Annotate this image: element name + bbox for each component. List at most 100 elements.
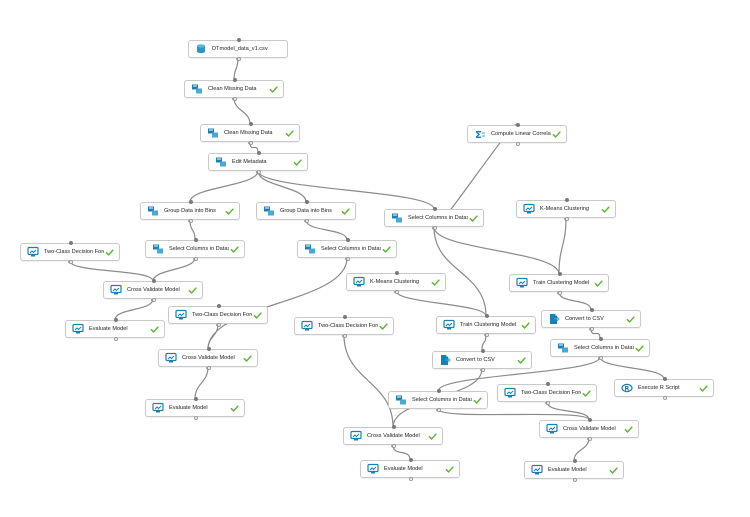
output-port[interactable]: [189, 219, 193, 223]
module-node[interactable]: Two-Class Decision Forest: [294, 315, 394, 338]
input-port[interactable]: [343, 315, 347, 319]
input-port[interactable]: [189, 200, 193, 204]
output-port[interactable]: [194, 416, 198, 420]
output-port[interactable]: [305, 219, 309, 223]
module-node[interactable]: Group Data into Bins: [256, 200, 356, 223]
module-node[interactable]: Select Columns in Dataset: [297, 238, 397, 261]
input-port[interactable]: [437, 389, 441, 393]
module-node[interactable]: Clean Missing Data: [200, 122, 300, 145]
output-port[interactable]: [207, 366, 211, 370]
module-node[interactable]: Evaluate Model: [524, 459, 624, 482]
module-node[interactable]: Cross Validate Model: [158, 347, 258, 370]
output-port[interactable]: [546, 401, 550, 405]
input-port[interactable]: [237, 38, 241, 42]
output-port[interactable]: [485, 333, 489, 337]
output-port[interactable]: [516, 142, 520, 146]
input-port[interactable]: [217, 304, 221, 308]
output-port[interactable]: [433, 226, 437, 230]
module-node[interactable]: Train Clustering Model: [436, 314, 536, 337]
output-port[interactable]: [346, 257, 350, 261]
input-port[interactable]: [433, 207, 437, 211]
input-port[interactable]: [114, 318, 118, 322]
connection-edge: [69, 260, 154, 282]
output-port[interactable]: [409, 477, 413, 481]
module-node[interactable]: K-Means Clustering: [516, 198, 616, 221]
input-port[interactable]: [194, 238, 198, 242]
input-port[interactable]: [152, 279, 156, 283]
output-port[interactable]: [565, 217, 569, 221]
module-node[interactable]: Convert to CSV: [541, 308, 641, 331]
input-port[interactable]: [485, 314, 489, 318]
output-port[interactable]: [217, 323, 221, 327]
module-node[interactable]: Select Columns in Dataset: [388, 389, 488, 412]
module-node[interactable]: Evaluate Model: [360, 458, 460, 481]
input-port[interactable]: [257, 151, 261, 155]
module-node[interactable]: Cross Validate Model: [539, 418, 639, 441]
module-label: Two-Class Decision Forest: [318, 323, 378, 329]
module-node[interactable]: Select Columns in Dataset: [145, 238, 245, 261]
output-port[interactable]: [233, 97, 237, 101]
input-port[interactable]: [409, 458, 413, 462]
output-port[interactable]: [257, 170, 261, 174]
module-node[interactable]: Group Data into Bins: [140, 200, 240, 223]
module-node[interactable]: Convert to CSV: [432, 349, 532, 372]
output-port[interactable]: [481, 368, 485, 372]
output-port[interactable]: [237, 57, 241, 61]
module-node[interactable]: Edit Metadata: [208, 151, 308, 174]
module-node[interactable]: Select Columns in Dataset: [550, 337, 650, 360]
module-node[interactable]: Cross Validate Model: [343, 425, 443, 448]
input-port[interactable]: [346, 238, 350, 242]
output-port[interactable]: [588, 437, 592, 441]
input-port[interactable]: [481, 349, 485, 353]
module-node[interactable]: Evaluate Model: [65, 318, 165, 341]
input-port[interactable]: [590, 308, 594, 312]
input-port[interactable]: [573, 459, 577, 463]
input-port[interactable]: [69, 241, 73, 245]
input-port[interactable]: [546, 382, 550, 386]
module-node[interactable]: Evaluate Model: [145, 397, 245, 420]
input-port[interactable]: [516, 123, 520, 127]
input-port[interactable]: [558, 272, 562, 276]
module-node[interactable]: Select Columns in Dataset: [384, 207, 484, 230]
input-port[interactable]: [194, 397, 198, 401]
module-node[interactable]: Two-Class Decision Forest: [20, 241, 120, 264]
input-port[interactable]: [305, 200, 309, 204]
input-port[interactable]: [249, 122, 253, 126]
module-node[interactable]: Cross Validate Model: [103, 279, 203, 302]
output-port[interactable]: [573, 478, 577, 482]
output-port[interactable]: [599, 356, 603, 360]
input-port[interactable]: [565, 198, 569, 202]
input-port[interactable]: [588, 418, 592, 422]
module-node[interactable]: Clean Missing Data: [184, 78, 284, 101]
output-port[interactable]: [343, 334, 347, 338]
module-label: DTmodel_data_v1.csv: [212, 46, 268, 52]
module-node[interactable]: Two-Class Decision Forest: [168, 304, 268, 327]
input-port[interactable]: [599, 337, 603, 341]
output-port[interactable]: [395, 290, 399, 294]
output-port[interactable]: [114, 337, 118, 341]
output-port[interactable]: [152, 298, 156, 302]
output-port[interactable]: [590, 327, 594, 331]
module-node[interactable]: DTmodel_data_v1.csv: [188, 38, 288, 61]
module-node[interactable]: Two-Class Decision Forest: [497, 382, 597, 405]
input-port[interactable]: [395, 271, 399, 275]
module-label: Train Clustering Model: [460, 322, 517, 328]
input-port[interactable]: [207, 347, 211, 351]
output-port[interactable]: [249, 141, 253, 145]
output-port[interactable]: [663, 396, 667, 400]
input-port[interactable]: [233, 78, 237, 82]
status-check-icon: [600, 204, 610, 214]
input-port[interactable]: [663, 377, 667, 381]
output-port[interactable]: [437, 408, 441, 412]
output-port[interactable]: [558, 291, 562, 295]
input-port[interactable]: [392, 425, 396, 429]
output-port[interactable]: [392, 444, 396, 448]
connection-edge: [546, 401, 590, 421]
output-port[interactable]: [69, 260, 73, 264]
output-port[interactable]: [194, 257, 198, 261]
module-node[interactable]: Train Clustering Model: [509, 272, 609, 295]
module-node[interactable]: K-Means Clustering: [346, 271, 446, 294]
